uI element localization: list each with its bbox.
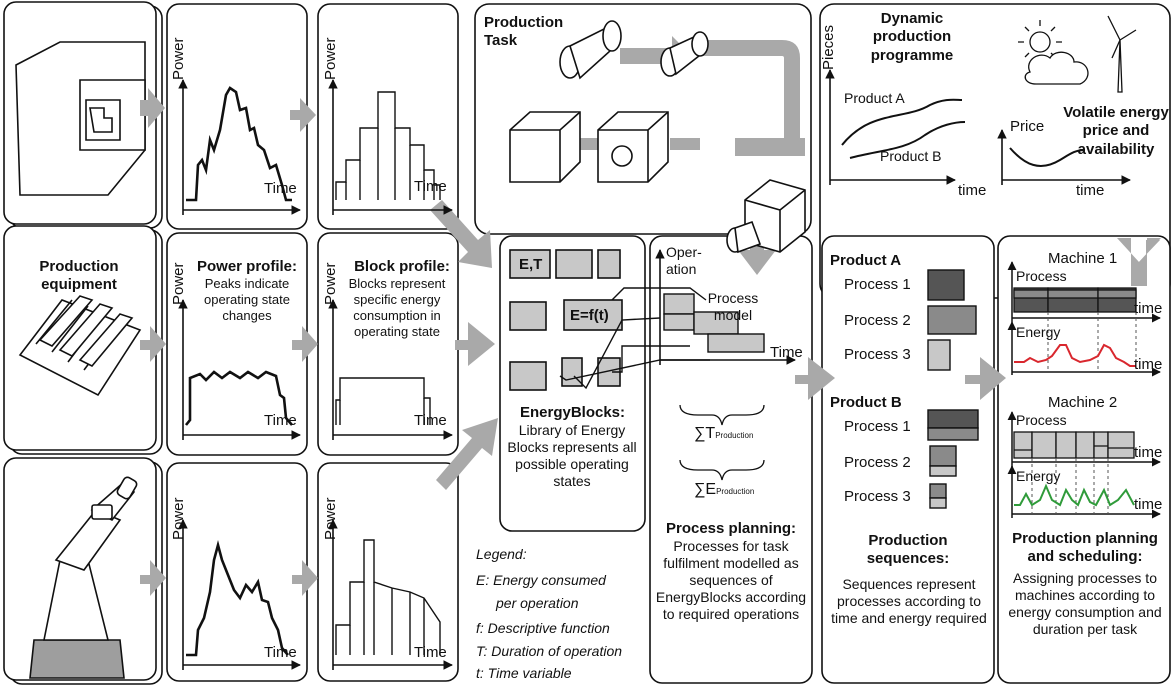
scheduling-desc: Assigning processes to machines accordin… [1008,570,1162,638]
time-label-5: Time [414,412,447,429]
machine1-energy-curve [1014,343,1136,367]
roller-conveyor-illustration [18,295,142,397]
machine2-energy-curve [1014,483,1135,507]
legend-item-3: f: Descriptive function [476,620,610,636]
machine2-process-blocks [1013,431,1135,459]
machine1-energy-time-label: time [1134,356,1163,373]
sequence-product-b: Product B [830,394,902,411]
price-axis-label: Price [1010,118,1045,135]
process-model-chart [655,249,796,365]
sum-e-label: ∑EProduction [694,480,754,500]
machine1-label: Machine 1 [1048,250,1118,267]
power-axis-label-1: Power [170,37,187,80]
power-axis-label-3: Power [170,497,187,540]
machine1-time-label: time [1134,300,1163,317]
sum-braces [679,404,765,481]
programme-product-a: Product A [844,90,905,106]
production-sequences-title: Production sequences: [866,532,950,568]
volatile-energy-title: Volatile energy price and availability [1063,104,1169,158]
sum-t-subscript: Production [715,431,754,440]
process-planning-desc: Processes for task fulfilment modelled a… [655,538,807,623]
power-profile-title: Power profile: [196,258,297,275]
time-label-2: Time [264,412,297,429]
block-profile-desc: Blocks represent specific energy consump… [348,276,446,339]
schedule-dividers [1031,312,1137,514]
dynamic-programme-title: Dynamic production programme [870,10,954,64]
block-profile-title: Block profile: [354,258,450,275]
machine2-time-label: time [1134,444,1163,461]
pieces-axis-label: Pieces [820,24,837,70]
sequence-a-process-1: Process 1 [844,276,911,293]
process-planning-title: Process planning: [665,520,797,537]
sum-e-symbol: ∑E [694,481,717,498]
machine1-axes [1007,261,1161,519]
legend-item-5: t: Time variable [476,665,572,681]
energy-blocks-title: EnergyBlocks: [519,404,626,421]
process-time-label: Time [770,344,803,361]
programme-product-b: Product B [880,148,942,164]
sequence-b-process-1: Process 1 [844,418,911,435]
panel-frames [3,1,1171,685]
machine1-process-blocks [1013,287,1137,313]
process-model-blocks [663,293,765,353]
production-task-workpieces [509,20,806,254]
sequence-blocks-a [927,269,977,371]
robot-arm-illustration [29,476,138,679]
energy-block-library [509,249,623,391]
production-sequences-desc: Sequences represent processes according … [831,576,987,627]
time-label-1: Time [264,180,297,197]
legend-title: Legend: [476,546,527,562]
block-profiles [335,91,441,655]
production-equipment-label: Production equipment [39,258,119,294]
production-task-title: Production Task [484,14,564,50]
sum-t-symbol: ∑T [694,425,716,442]
energy-blocks-desc: Library of Energy Blocks represents all … [507,422,637,490]
sequence-b-process-2: Process 2 [844,454,911,471]
energy-block-ef: E=f(t) [570,307,609,324]
flow-arrows [140,36,1161,596]
programme-charts [825,69,1131,185]
machine1-energy-label: Energy [1016,324,1061,340]
power-profile-charts [178,79,453,670]
power-axis-label-2: Power [170,262,187,305]
price-time-label: time [1076,182,1105,199]
power-axis-label-4: Power [322,37,339,80]
machine2-energy-label: Energy [1016,468,1061,484]
sequence-blocks-b [927,409,979,509]
energy-block-et: E,T [519,256,543,273]
time-label-6: Time [414,644,447,661]
machine2-label: Machine 2 [1048,394,1118,411]
power-axis-label-6: Power [322,497,339,540]
time-label-4: Time [414,178,447,195]
legend-item-2: per operation [496,595,579,611]
sequence-a-process-3: Process 3 [844,346,911,363]
legend-item-4: T: Duration of operation [476,643,623,659]
sum-t-label: ∑TProduction [694,424,753,444]
sequence-a-process-2: Process 2 [844,312,911,329]
scheduling-title: Production planning and scheduling: [1012,530,1158,566]
legend-item-1: E: Energy consumed [476,572,606,588]
machine1-process-label: Process [1016,268,1067,284]
weather-icons [1018,15,1137,93]
sequence-product-a: Product A [830,252,902,269]
lathe-machine-illustration [15,41,146,196]
sum-e-subscript: Production [716,487,755,496]
power-curves [184,86,293,657]
time-label-3: Time [264,644,297,661]
operation-label: Oper-ation [666,244,702,278]
power-profile-desc: Peaks indicate operating state changes [203,276,290,323]
machine2-process-label: Process [1016,412,1067,428]
machine2-energy-time-label: time [1134,496,1163,513]
programme-time-label: time [958,182,987,199]
process-model-label: Process model [707,290,759,324]
sequence-b-process-3: Process 3 [844,488,911,505]
